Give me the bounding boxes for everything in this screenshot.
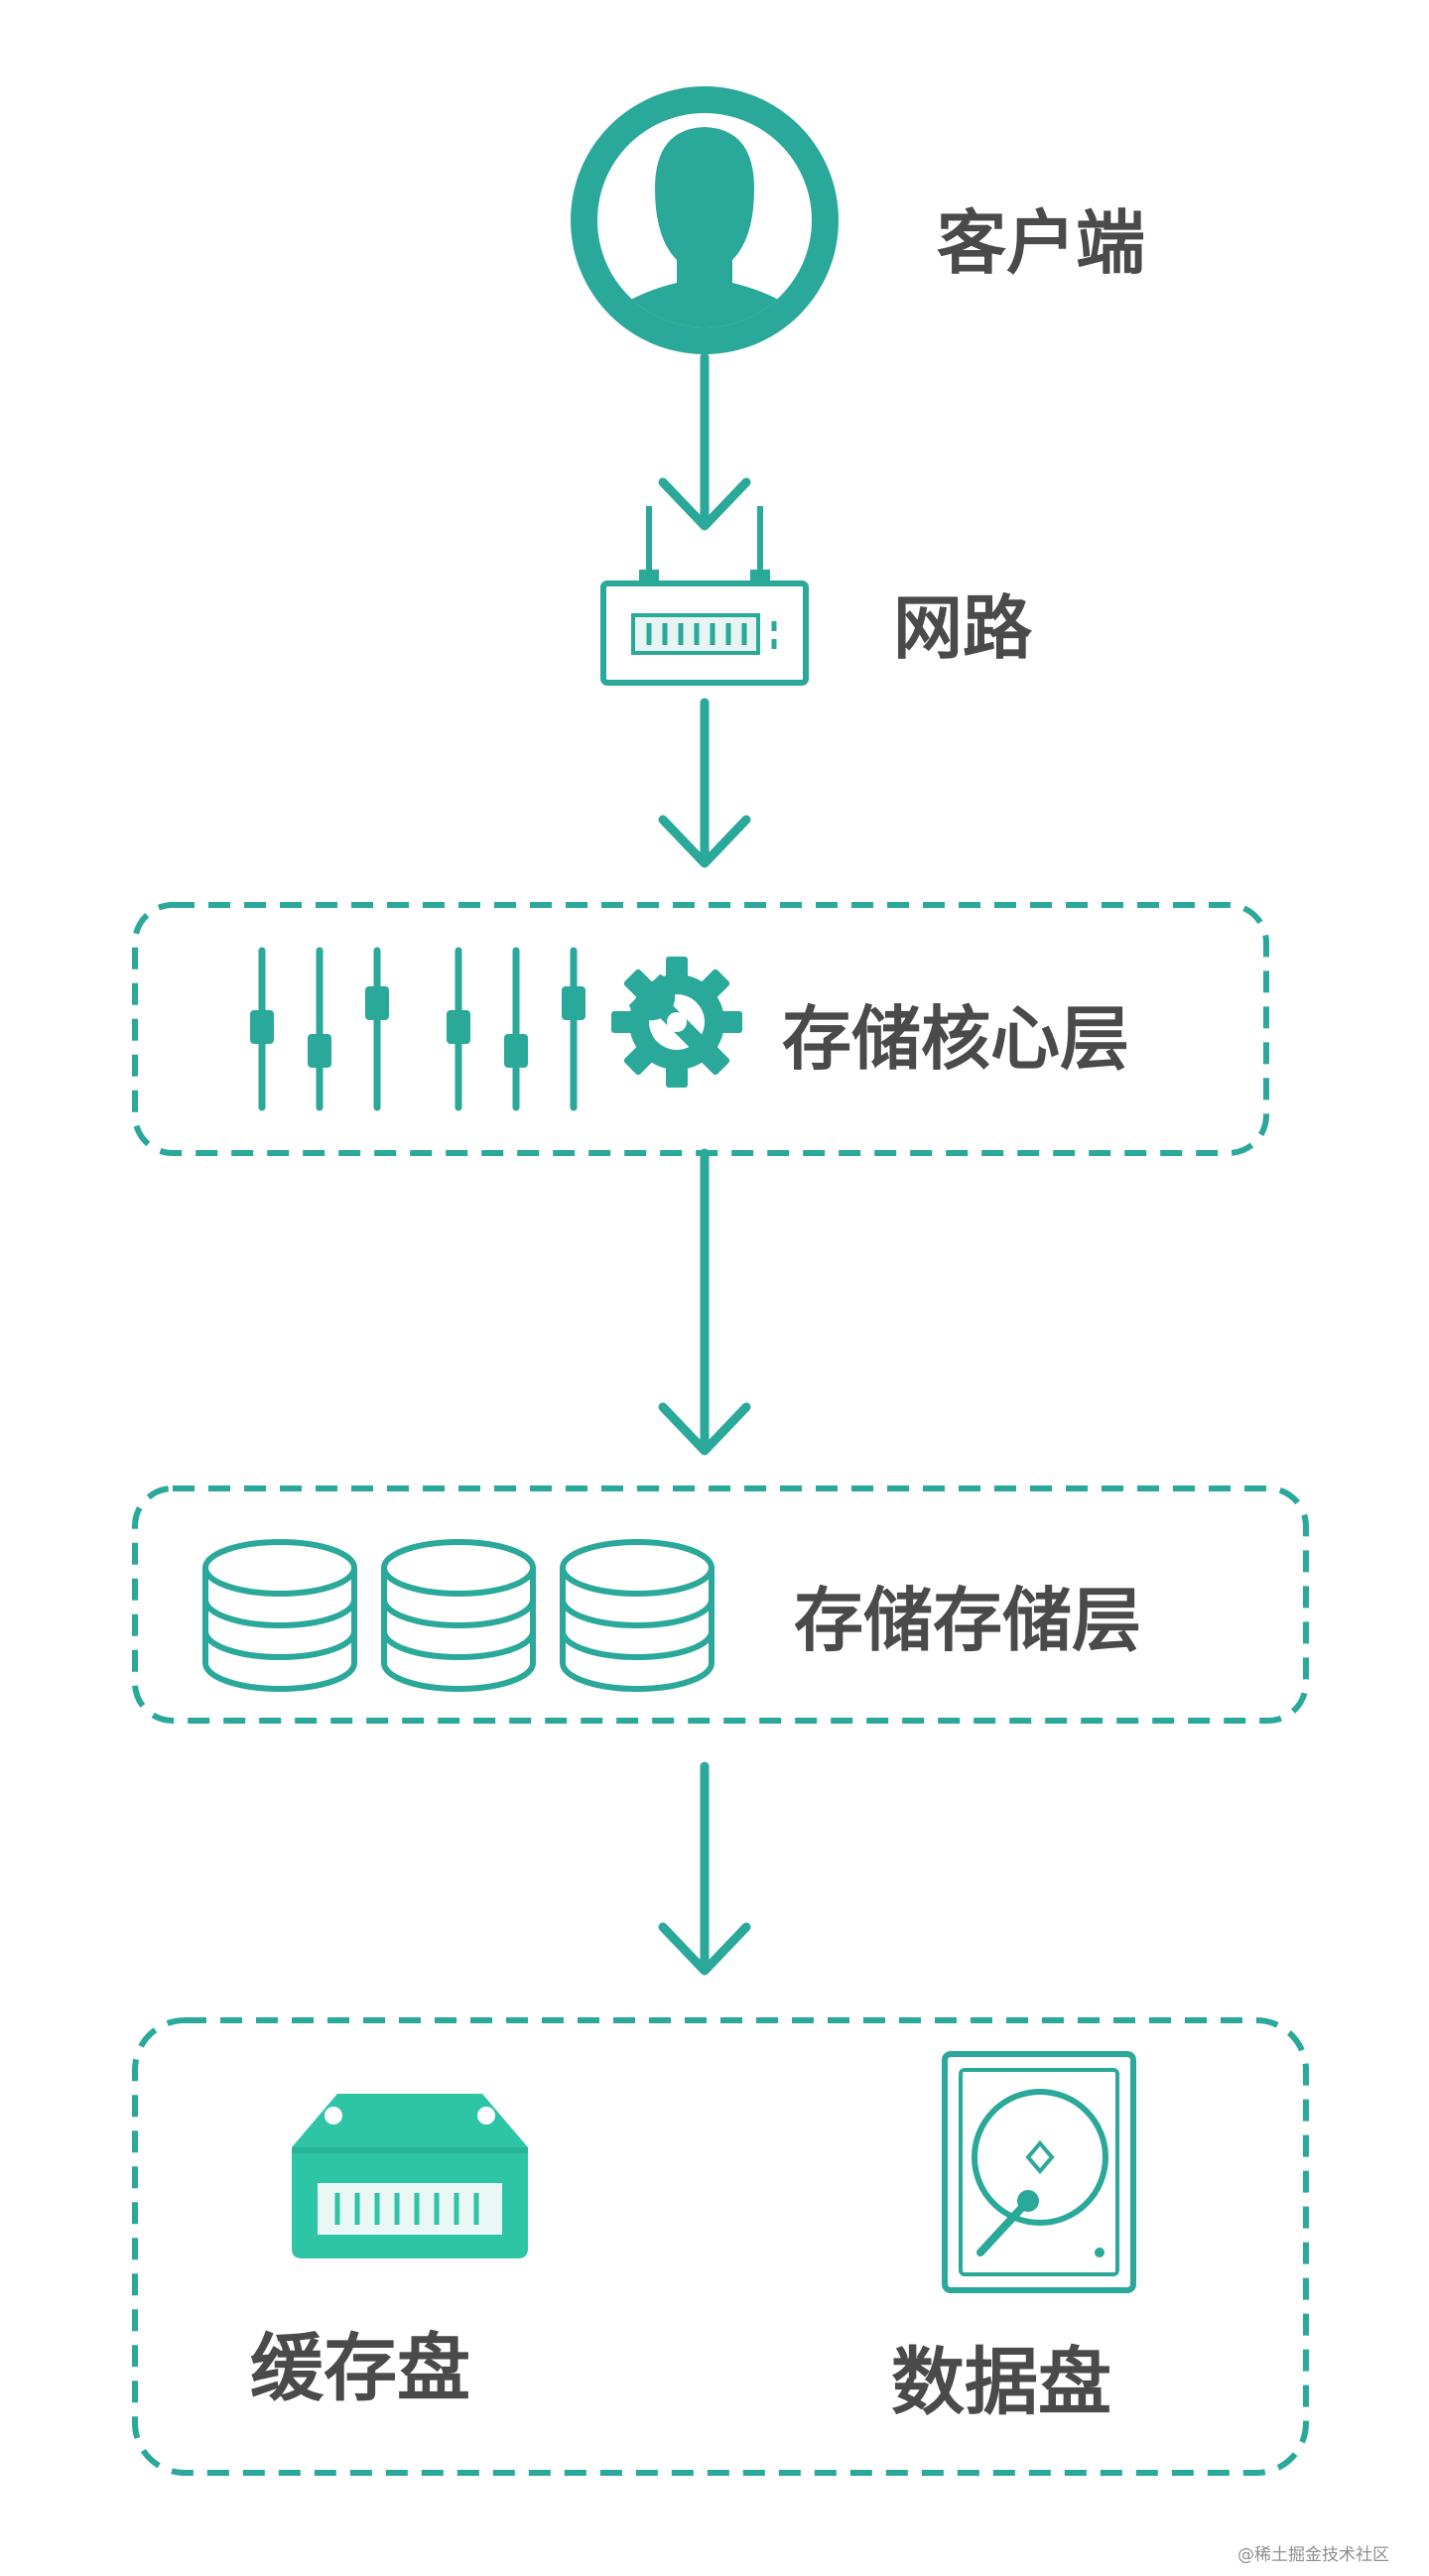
storage-layer-label: 存储存储层 bbox=[794, 1580, 1141, 1661]
client-label: 客户端 bbox=[937, 202, 1145, 284]
cache-disk-label: 缓存盘 bbox=[250, 2326, 470, 2411]
settings-sliders-icon bbox=[250, 947, 585, 1111]
database-icon bbox=[202, 1539, 714, 1692]
data-disk-label: 数据盘 bbox=[891, 2340, 1111, 2425]
network-label: 网路 bbox=[893, 587, 1032, 669]
arrow-core-to-storage bbox=[658, 1148, 751, 1456]
arrow-client-to-network bbox=[658, 352, 751, 531]
disks-box bbox=[132, 2017, 1309, 2476]
router-icon bbox=[600, 506, 809, 686]
gear-wrench-icon bbox=[611, 957, 742, 1088]
storage-layer-box bbox=[132, 1485, 1309, 1724]
arrow-network-to-core bbox=[658, 698, 751, 868]
watermark: @稀土掘金技术社区 bbox=[1237, 2545, 1389, 2565]
core-layer-label: 存储核心层 bbox=[782, 998, 1129, 1080]
hard-disk-icon bbox=[942, 2051, 1136, 2293]
ssd-drive-icon bbox=[292, 2094, 528, 2258]
user-avatar-icon bbox=[571, 86, 839, 354]
arrow-storage-to-disks bbox=[658, 1761, 751, 1976]
